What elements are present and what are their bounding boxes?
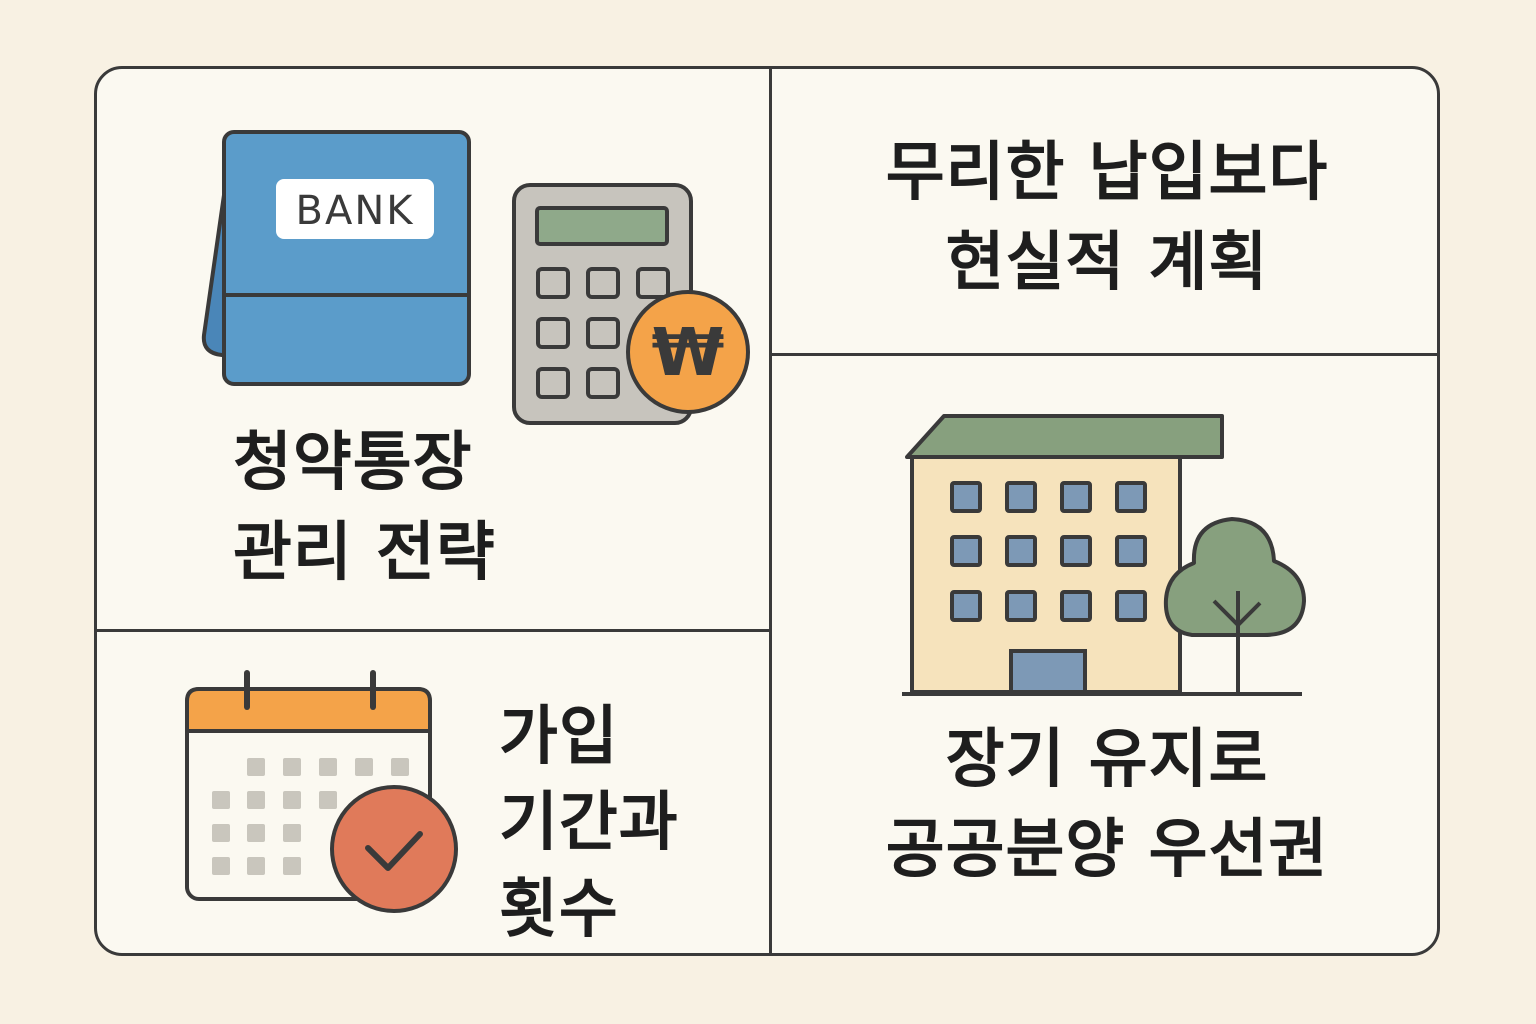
panel-priority-heading-line1: 장기 유지로 <box>945 723 1269 797</box>
currency-symbol: ₩ <box>652 314 725 391</box>
panel-account-heading-line2: 관리 전략 <box>233 515 496 590</box>
bank-label: BANK <box>296 188 415 234</box>
calculator-icon: ₩ <box>512 183 750 425</box>
check-badge-icon <box>330 785 458 913</box>
tree-icon <box>1163 517 1306 692</box>
panel-period-heading-line1: 가입 <box>499 700 619 774</box>
panel-priority-heading-line2: 공공분양 우선권 <box>885 812 1329 887</box>
panel-plan-heading-line1: 무리한 납입보다 <box>885 136 1329 210</box>
won-coin-icon: ₩ <box>626 290 750 414</box>
vertical-divider <box>769 69 772 953</box>
panel-account-heading: 청약통장 관리 전략 <box>233 419 496 598</box>
panel-period-heading-line2: 기간과 <box>499 786 679 861</box>
left-horizontal-divider <box>97 629 769 632</box>
panel-plan-heading-line2: 현실적 계획 <box>945 225 1269 300</box>
panel-period-heading: 가입 기간과 횟수 <box>499 694 679 953</box>
panel-realistic-plan: 무리한 납입보다 현실적 계획 <box>772 69 1437 353</box>
calendar-icon <box>185 670 458 913</box>
panel-account-management: BANK ₩ 청약통장 관리 전략 <box>97 69 769 629</box>
panel-account-heading-line1: 청약통장 <box>233 426 473 500</box>
apartment-building-icon <box>902 414 1306 696</box>
bankbook-icon: BANK <box>201 130 471 386</box>
panel-plan-heading: 무리한 납입보다 현실적 계획 <box>772 129 1437 308</box>
panel-public-housing-priority: 장기 유지로 공공분양 우선권 <box>772 356 1437 953</box>
panel-priority-heading: 장기 유지로 공공분양 우선권 <box>772 716 1437 895</box>
right-horizontal-divider <box>772 353 1437 356</box>
panel-period-heading-line3: 횟수 <box>499 872 619 947</box>
panel-period-count: 가입 기간과 횟수 <box>97 632 769 953</box>
infographic-frame: BANK ₩ 청약통장 관리 전략 무리한 납입보다 현실적 계획 <box>94 66 1440 956</box>
